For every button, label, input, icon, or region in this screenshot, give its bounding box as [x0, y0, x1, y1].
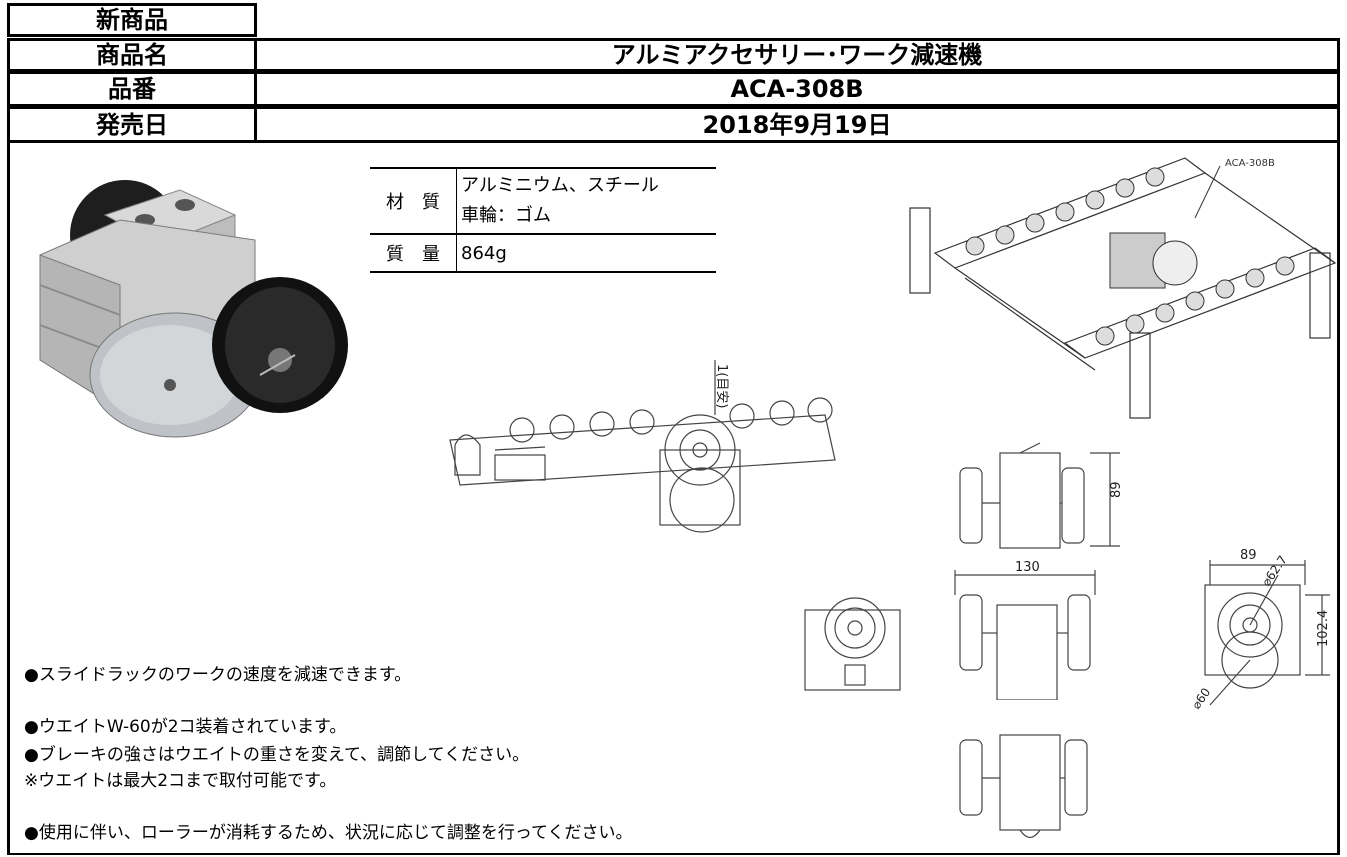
content-frame: [7, 142, 1340, 855]
note-4: ※ウエイトは最大2コまで取付可能です。: [24, 771, 337, 791]
right-view-drawing: 89 102.4 ⌀62.7 ⌀60: [1190, 548, 1331, 712]
dim-side-width: 89: [1240, 548, 1257, 563]
plan-view-drawing: 130: [954, 560, 1096, 700]
spec-table: 材 質 アルミニウム、スチール 車輪：ゴム 質 量 864g: [370, 167, 716, 273]
dim-side-height: 102.4: [1316, 610, 1331, 647]
callout-label: ACA-308B: [1225, 158, 1275, 169]
material-line2: 車輪：ゴム: [461, 205, 551, 226]
release-date-label-text: 発売日: [96, 110, 168, 139]
dim-height-top: 89: [1109, 481, 1124, 498]
product-number-label-text: 品番: [108, 75, 156, 103]
material-line1: アルミニウム、スチール: [461, 175, 659, 196]
release-date-text: 2018年9月19日: [702, 110, 892, 139]
release-date-label: 発売日: [7, 106, 257, 143]
product-name-value: アルミアクセサリー･ワーク減速機: [254, 38, 1340, 72]
note-5: ●使用に伴い、ローラーが消耗するため、状況に応じて調整を行ってください。: [24, 823, 633, 843]
note-1: ●スライドラックのワークの速度を減速できます。: [24, 665, 412, 685]
weight-value: 864g: [461, 242, 507, 264]
note-3: ●ブレーキの強さはウエイトの重さを変えて、調節してください。: [24, 745, 530, 765]
new-product-text: 新商品: [96, 6, 168, 34]
note-2: ●ウエイトW-60が2コ装着されています。: [24, 717, 347, 737]
new-product-label: 新商品: [7, 3, 257, 37]
weight-label: 質 量: [370, 234, 457, 272]
product-photo: [39, 180, 348, 438]
dim-wheel-dia: ⌀62.7: [1259, 553, 1290, 589]
product-name-label: 商品名: [7, 38, 257, 72]
release-date-value: 2018年9月19日: [254, 106, 1340, 143]
product-number-label: 品番: [7, 71, 257, 107]
angle-note: 1(目安): [714, 364, 729, 408]
product-name-label-text: 商品名: [96, 41, 168, 69]
product-number-value: ACA-308B: [254, 71, 1340, 107]
product-name-text: アルミアクセサリー･ワーク減速機: [611, 41, 983, 69]
bottom-view-drawing: [959, 734, 1088, 839]
material-value: アルミニウム、スチール 車輪：ゴム: [457, 168, 717, 234]
rack-isometric-drawing: ACA-308B: [909, 157, 1337, 419]
side-view-drawing: 1(目安): [449, 360, 836, 533]
top-view-drawing: 89: [959, 442, 1124, 549]
material-label: 材 質: [370, 168, 457, 234]
front-view-drawing: [804, 597, 901, 691]
dim-width: 130: [1015, 560, 1040, 575]
dim-weight-dia: ⌀60: [1190, 685, 1213, 711]
product-number-text: ACA-308B: [730, 75, 864, 103]
